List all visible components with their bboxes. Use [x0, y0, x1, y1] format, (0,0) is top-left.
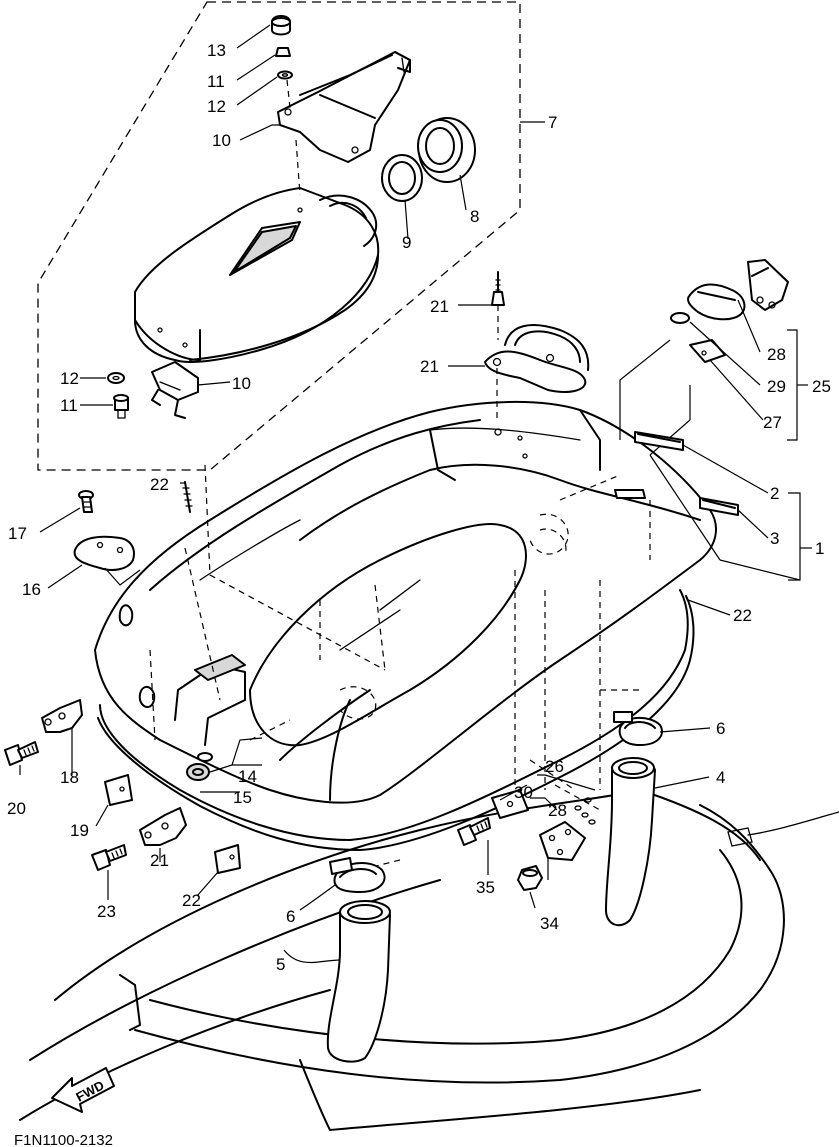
clamp-6-front: [329, 857, 386, 893]
bolt-stack-14-16: [271, 15, 293, 109]
decal-2: [634, 431, 684, 451]
callout-7: 7: [548, 113, 557, 132]
callout-22-left: 19: [70, 821, 89, 840]
callout-13: 10: [212, 131, 231, 150]
callout-19: 16: [22, 580, 41, 599]
small-washers-30: [574, 797, 596, 825]
callout-27: 22: [733, 606, 752, 625]
nut-34: [517, 865, 543, 891]
seal-8: [417, 117, 476, 183]
hose-5: [326, 900, 391, 1063]
callout-30: 28: [548, 801, 567, 820]
washer-32: [670, 312, 690, 324]
callout-18: 15: [233, 788, 252, 807]
callout-c22b: 22: [182, 891, 201, 910]
callout-25: 21: [430, 297, 449, 316]
callout-28-mid: 26: [545, 757, 564, 776]
air-box-housing: [134, 187, 380, 363]
bracket-21-left: [41, 699, 83, 760]
clamp-6-rear: [613, 711, 663, 746]
callout-labels: 13 11 12 10 7 8 9 21 21 28 29 25 27 9 14…: [7, 41, 831, 974]
callout-8: 8: [470, 207, 479, 226]
callout-3: 3: [770, 529, 779, 548]
washer-12: [107, 372, 125, 384]
bracket-21-right: [139, 807, 187, 846]
callout-9: 9: [402, 233, 411, 252]
callout-17: 14: [238, 767, 257, 786]
callout-1: 1: [815, 539, 824, 558]
callout-26: 22: [150, 475, 169, 494]
callout-4: 4: [716, 768, 725, 787]
callout-24: 21: [420, 357, 439, 376]
callout-labels-extra: 10 11 12 21 22 23: [60, 369, 251, 921]
bracket-13: [277, 51, 411, 196]
callout-c23b: 23: [97, 902, 116, 921]
bolt-23-right: [91, 844, 127, 871]
callout-20: 17: [8, 524, 27, 543]
callout-c12: 12: [60, 369, 79, 388]
callout-14: 11: [207, 72, 225, 91]
plate-33: [491, 789, 529, 819]
callout-35: 35: [476, 878, 495, 897]
bolt-35: [457, 817, 491, 846]
callout-c11: 11: [60, 396, 78, 415]
engine-hood: [94, 400, 717, 804]
callout-28-top: 25: [812, 377, 831, 396]
pin-25: [491, 271, 505, 340]
hood-gasket-27: [97, 589, 695, 851]
plate-30: [539, 821, 586, 861]
callout-15: 12: [207, 97, 226, 116]
callout-6-rear: 6: [716, 719, 725, 738]
bolt-23-left: [4, 741, 39, 766]
callout-2: 2: [770, 484, 779, 503]
hull-outline: [19, 789, 839, 1131]
callout-5: 5: [276, 955, 285, 974]
slot-2-on-hood: [614, 489, 646, 499]
bracket-19: [73, 535, 141, 586]
bracket-10: [151, 361, 199, 419]
fwd-direction-arrow: FWD: [51, 1067, 115, 1113]
bracket-31: [687, 259, 789, 321]
callout-c10: 10: [232, 374, 251, 393]
grommet-17: [186, 737, 263, 781]
ring-9: [381, 154, 423, 202]
callout-31: 28: [767, 345, 786, 364]
decal-3: [699, 497, 739, 516]
callout-34: 34: [540, 914, 559, 933]
plate-29: [689, 339, 726, 363]
bolt-11: [113, 394, 129, 419]
screw-26: [182, 481, 193, 513]
callout-21-left: 18: [60, 768, 79, 787]
latch-24: [484, 324, 590, 420]
bolt-20: [78, 490, 94, 513]
callout-6-front: 6: [286, 907, 295, 926]
callout-c21b: 21: [150, 851, 169, 870]
air-box-group-boundary: [37, 1, 545, 471]
plate-22-right: [214, 844, 241, 874]
plate-22-left: [104, 774, 133, 806]
callout-33: 30: [514, 783, 533, 802]
callout-23-left: 20: [7, 799, 26, 818]
leader-lines: [19, 24, 812, 964]
callout-32: 29: [767, 377, 786, 396]
callout-16: 13: [207, 41, 226, 60]
hose-4: [605, 757, 656, 927]
drawing-code: F1N1100-2132: [14, 1132, 113, 1147]
callout-29: 27: [763, 413, 782, 432]
